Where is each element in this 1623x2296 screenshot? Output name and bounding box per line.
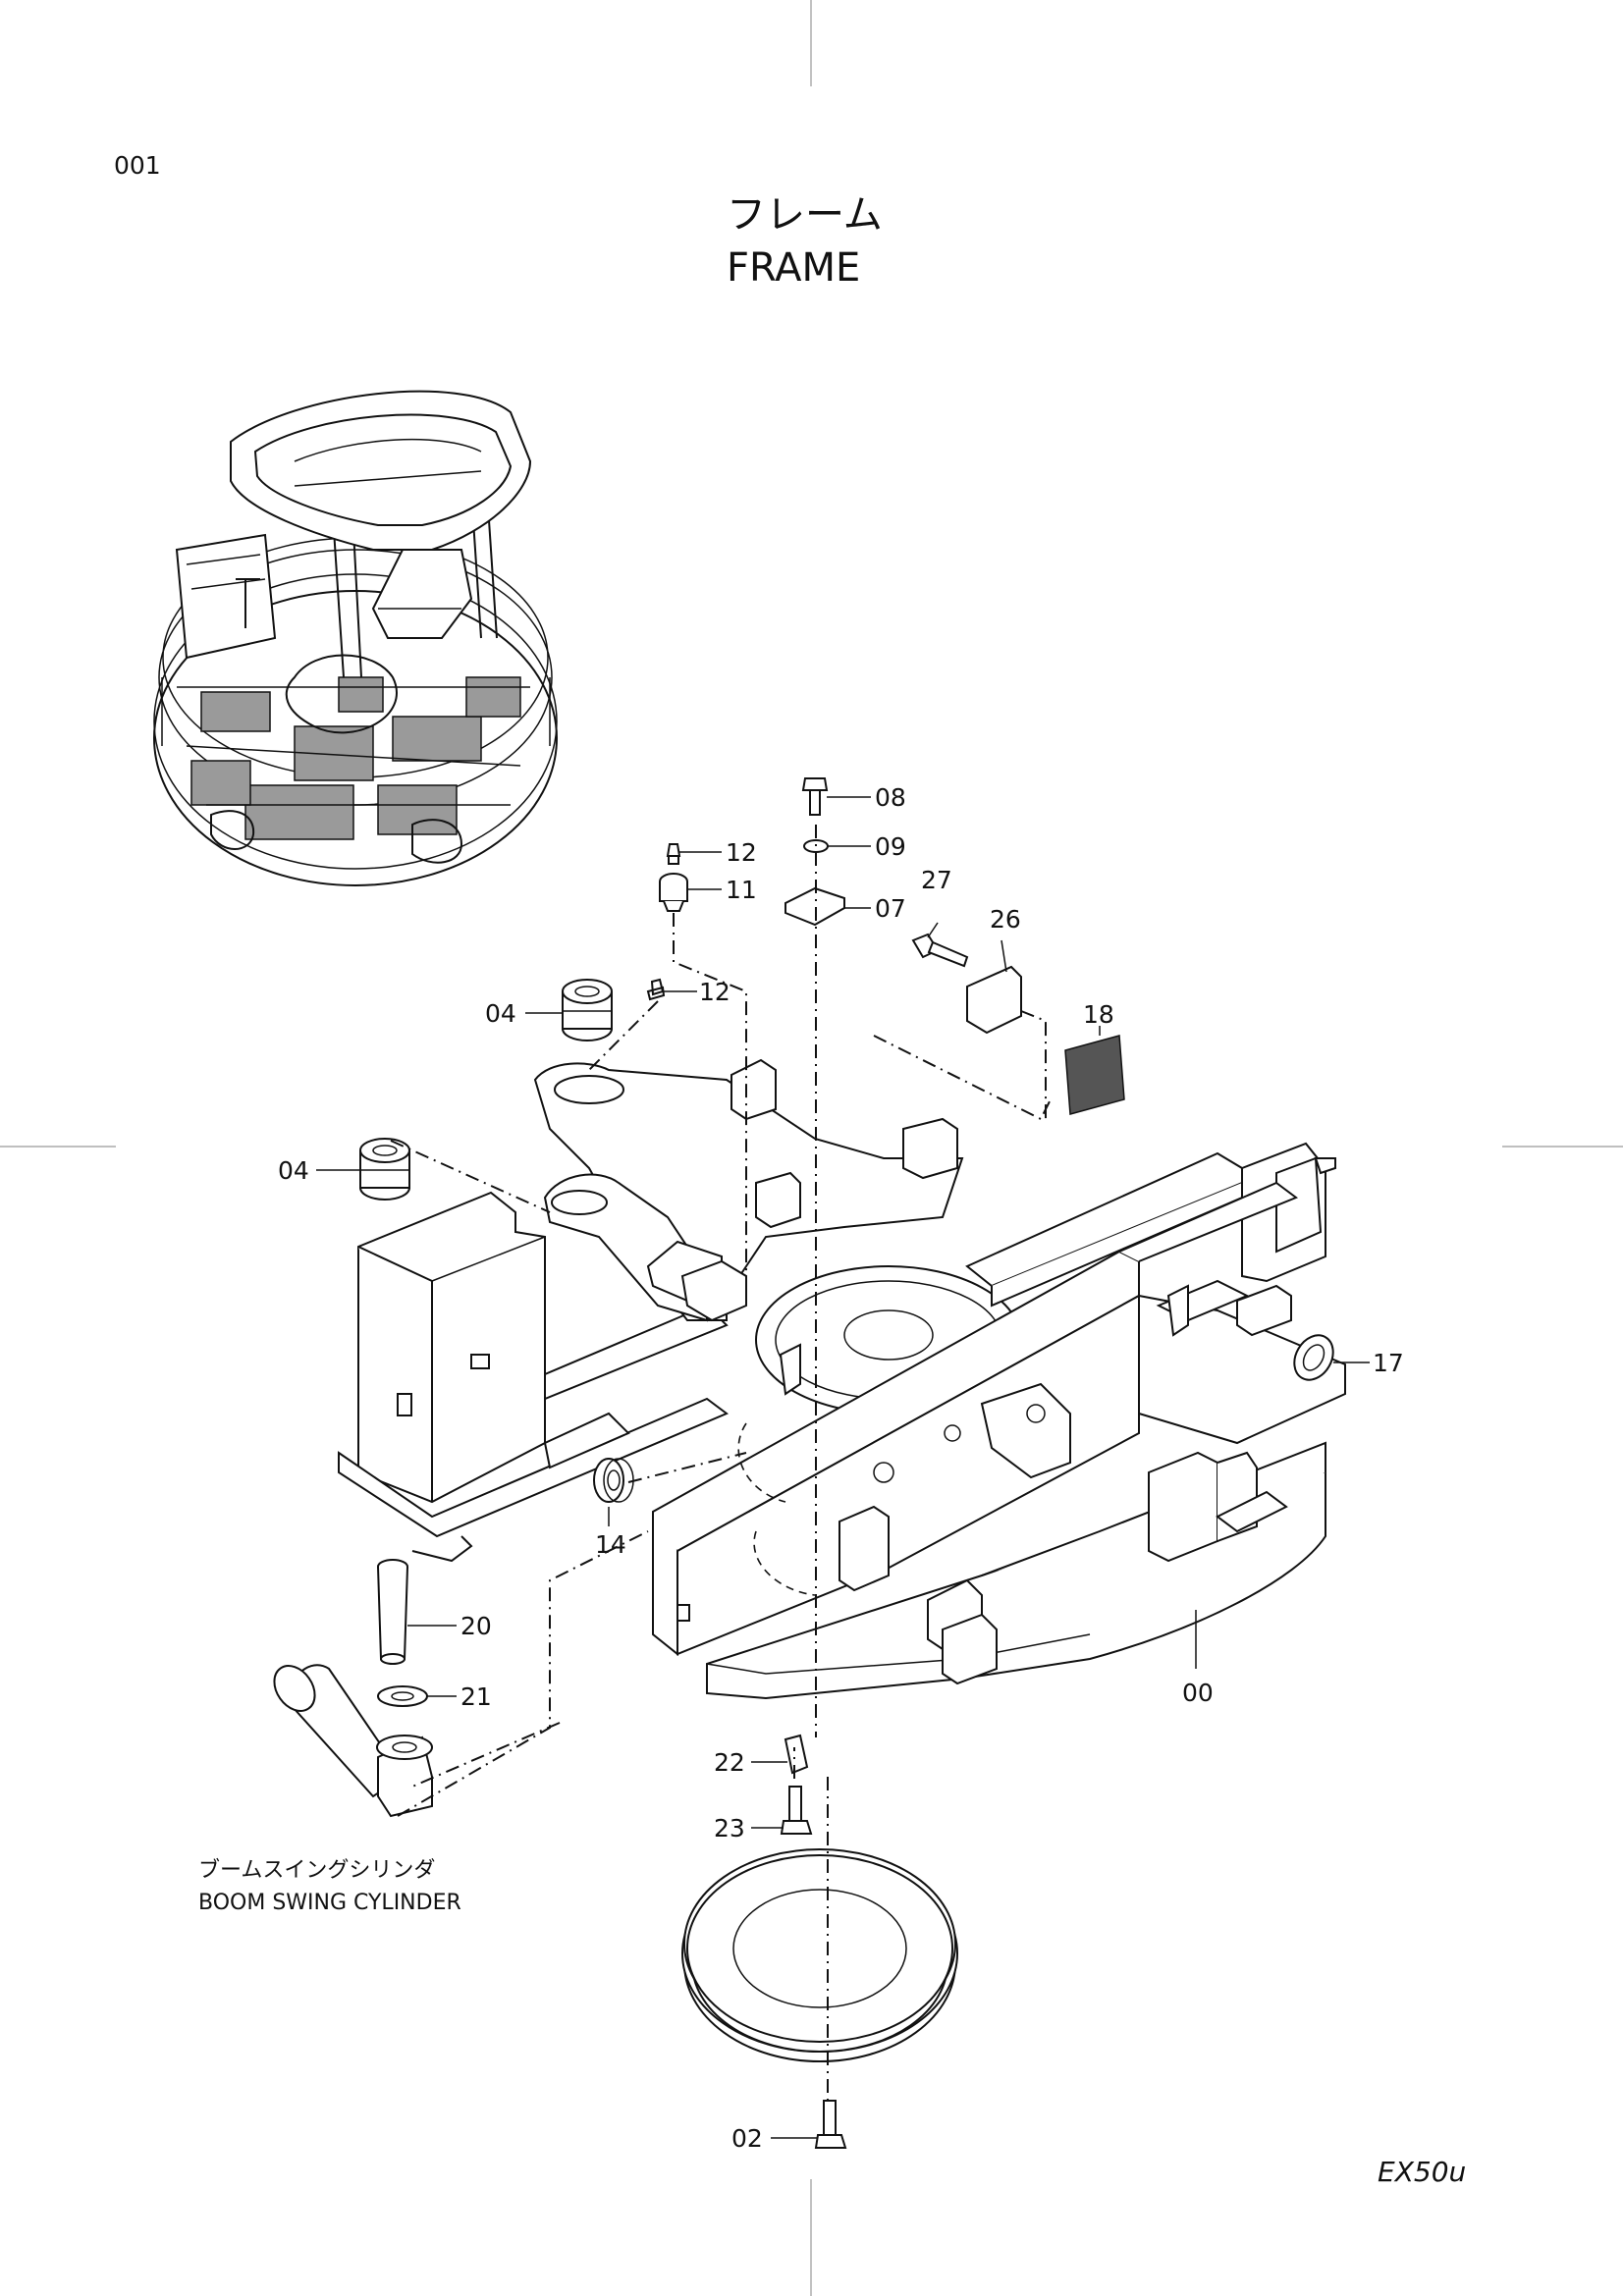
- label-17: 17: [1373, 1349, 1404, 1377]
- part-17-seal: [1293, 1334, 1334, 1381]
- callout-en: BOOM SWING CYLINDER: [198, 1891, 461, 1915]
- label-04b: 04: [278, 1156, 309, 1185]
- callout-jp: ブームスイングシリンダ: [198, 1858, 435, 1883]
- part-26-plate: [966, 965, 1022, 1035]
- label-23: 23: [714, 1814, 745, 1842]
- label-26: 26: [990, 905, 1021, 934]
- title-en: FRAME: [727, 245, 860, 291]
- leader-lines: [316, 796, 1370, 2139]
- part-12b-nipple: [646, 978, 666, 1001]
- assembly-lines: [390, 825, 1052, 2101]
- label-14: 14: [595, 1530, 626, 1559]
- machine-overview-drawing: [153, 390, 558, 886]
- part-20-pin: [377, 1559, 408, 1665]
- label-22: 22: [714, 1748, 745, 1777]
- part-08-bolt: [801, 777, 829, 816]
- boom-swing-cylinder-drawing: [273, 1664, 433, 1818]
- label-20: 20: [460, 1612, 492, 1640]
- label-04a: 04: [485, 999, 516, 1028]
- label-00: 00: [1182, 1679, 1214, 1707]
- part-12a-nipple: [666, 843, 681, 865]
- label-08: 08: [875, 783, 906, 812]
- part-21-washer: [377, 1685, 428, 1707]
- label-12b: 12: [699, 978, 730, 1006]
- part-04b-bushing: [359, 1138, 410, 1201]
- part-02-bolt: [814, 2100, 847, 2149]
- label-18: 18: [1083, 1000, 1114, 1029]
- title-jp: フレーム: [727, 192, 883, 238]
- part-27-bolt: [911, 933, 969, 968]
- label-21: 21: [460, 1682, 492, 1711]
- label-27: 27: [921, 866, 952, 894]
- part-11-pin: [659, 873, 688, 912]
- page-number: 001: [114, 151, 161, 180]
- part-14-grommet: [593, 1458, 634, 1503]
- part-23-bolt: [780, 1786, 813, 1835]
- label-09: 09: [875, 832, 906, 861]
- label-02: 02: [731, 2124, 763, 2153]
- part-22-bracket: [784, 1734, 809, 1775]
- swing-bearing-drawing: [681, 1848, 958, 2062]
- part-labels: 08 09 07 12 11 12 04 04 27 26 18 17 14 2…: [278, 783, 1404, 2153]
- label-11: 11: [726, 876, 757, 904]
- main-frame-drawing: [338, 1058, 1346, 1700]
- part-18-pad: [1064, 1035, 1125, 1115]
- label-12a: 12: [726, 838, 757, 867]
- part-04a-bushing: [562, 979, 613, 1041]
- model-label: EX50u: [1378, 2156, 1466, 2188]
- label-07: 07: [875, 894, 906, 923]
